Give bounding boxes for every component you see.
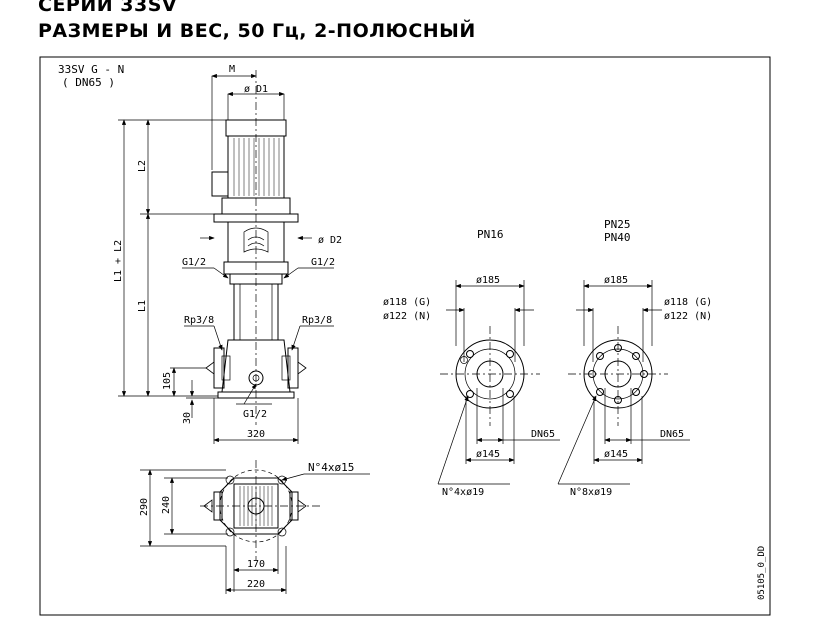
flange-pn25-drawing: PN25 PN40 [568, 218, 668, 426]
pn16-d118: ø118 (G) [383, 297, 431, 308]
model-code: 33SV G - N [58, 63, 124, 76]
drawing-code: 05105_0_DD [757, 546, 767, 600]
pn16-holes: N°4xø19 [442, 487, 484, 498]
pn25-dn: DN65 [660, 429, 684, 440]
flange-pn16-title: PN16 [477, 228, 504, 241]
dim-l1: L1 [137, 300, 148, 312]
dim-30: 30 [182, 412, 193, 424]
rp38-right-label: Rp3/8 [302, 315, 332, 326]
pn25-d145: ø145 [604, 449, 628, 460]
dim-290: 290 [139, 498, 150, 516]
dim-l2: L2 [137, 160, 148, 172]
flange-pn25-title: PN25 [604, 218, 631, 231]
page-title: СЕРИИ 33SV [38, 0, 178, 16]
pn16-d122: ø122 (N) [383, 311, 431, 322]
dim-220: 220 [247, 579, 265, 590]
dim-l1-l2: L1 + L2 [113, 240, 124, 282]
dim-d1: ø D1 [244, 84, 268, 95]
dim-170: 170 [247, 559, 265, 570]
flange-pn16-drawing: PN16 [440, 228, 540, 426]
g12-left-label: G1/2 [182, 257, 206, 268]
flange-pn40-title: PN40 [604, 231, 631, 244]
pn16-dn: DN65 [531, 429, 555, 440]
model-dn: ( DN65 ) [62, 76, 115, 89]
pn25-d118: ø118 (G) [664, 297, 712, 308]
rp38-left-label: Rp3/8 [184, 315, 214, 326]
g12-right-label: G1/2 [311, 257, 335, 268]
pn16-d185: ø185 [476, 275, 500, 286]
dim-240: 240 [161, 496, 172, 514]
page-subtitle: РАЗМЕРЫ И ВЕС, 50 Гц, 2-ПОЛЮСНЫЙ [38, 20, 476, 42]
dim-105: 105 [162, 372, 173, 390]
pn25-holes: N°8xø19 [570, 487, 612, 498]
pump-front-view [205, 70, 307, 425]
pump-top-view [200, 460, 320, 560]
g12-bottom-label: G1/2 [243, 409, 267, 420]
pn25-d185: ø185 [604, 275, 628, 286]
pn25-d122: ø122 (N) [664, 311, 712, 322]
dim-m: M [229, 64, 235, 75]
pn16-d145: ø145 [476, 449, 500, 460]
anchor-holes-label: N°4xø15 [308, 461, 354, 474]
drawing-frame [39, 56, 771, 616]
dim-d2: ø D2 [318, 235, 342, 246]
dim-320: 320 [247, 429, 265, 440]
